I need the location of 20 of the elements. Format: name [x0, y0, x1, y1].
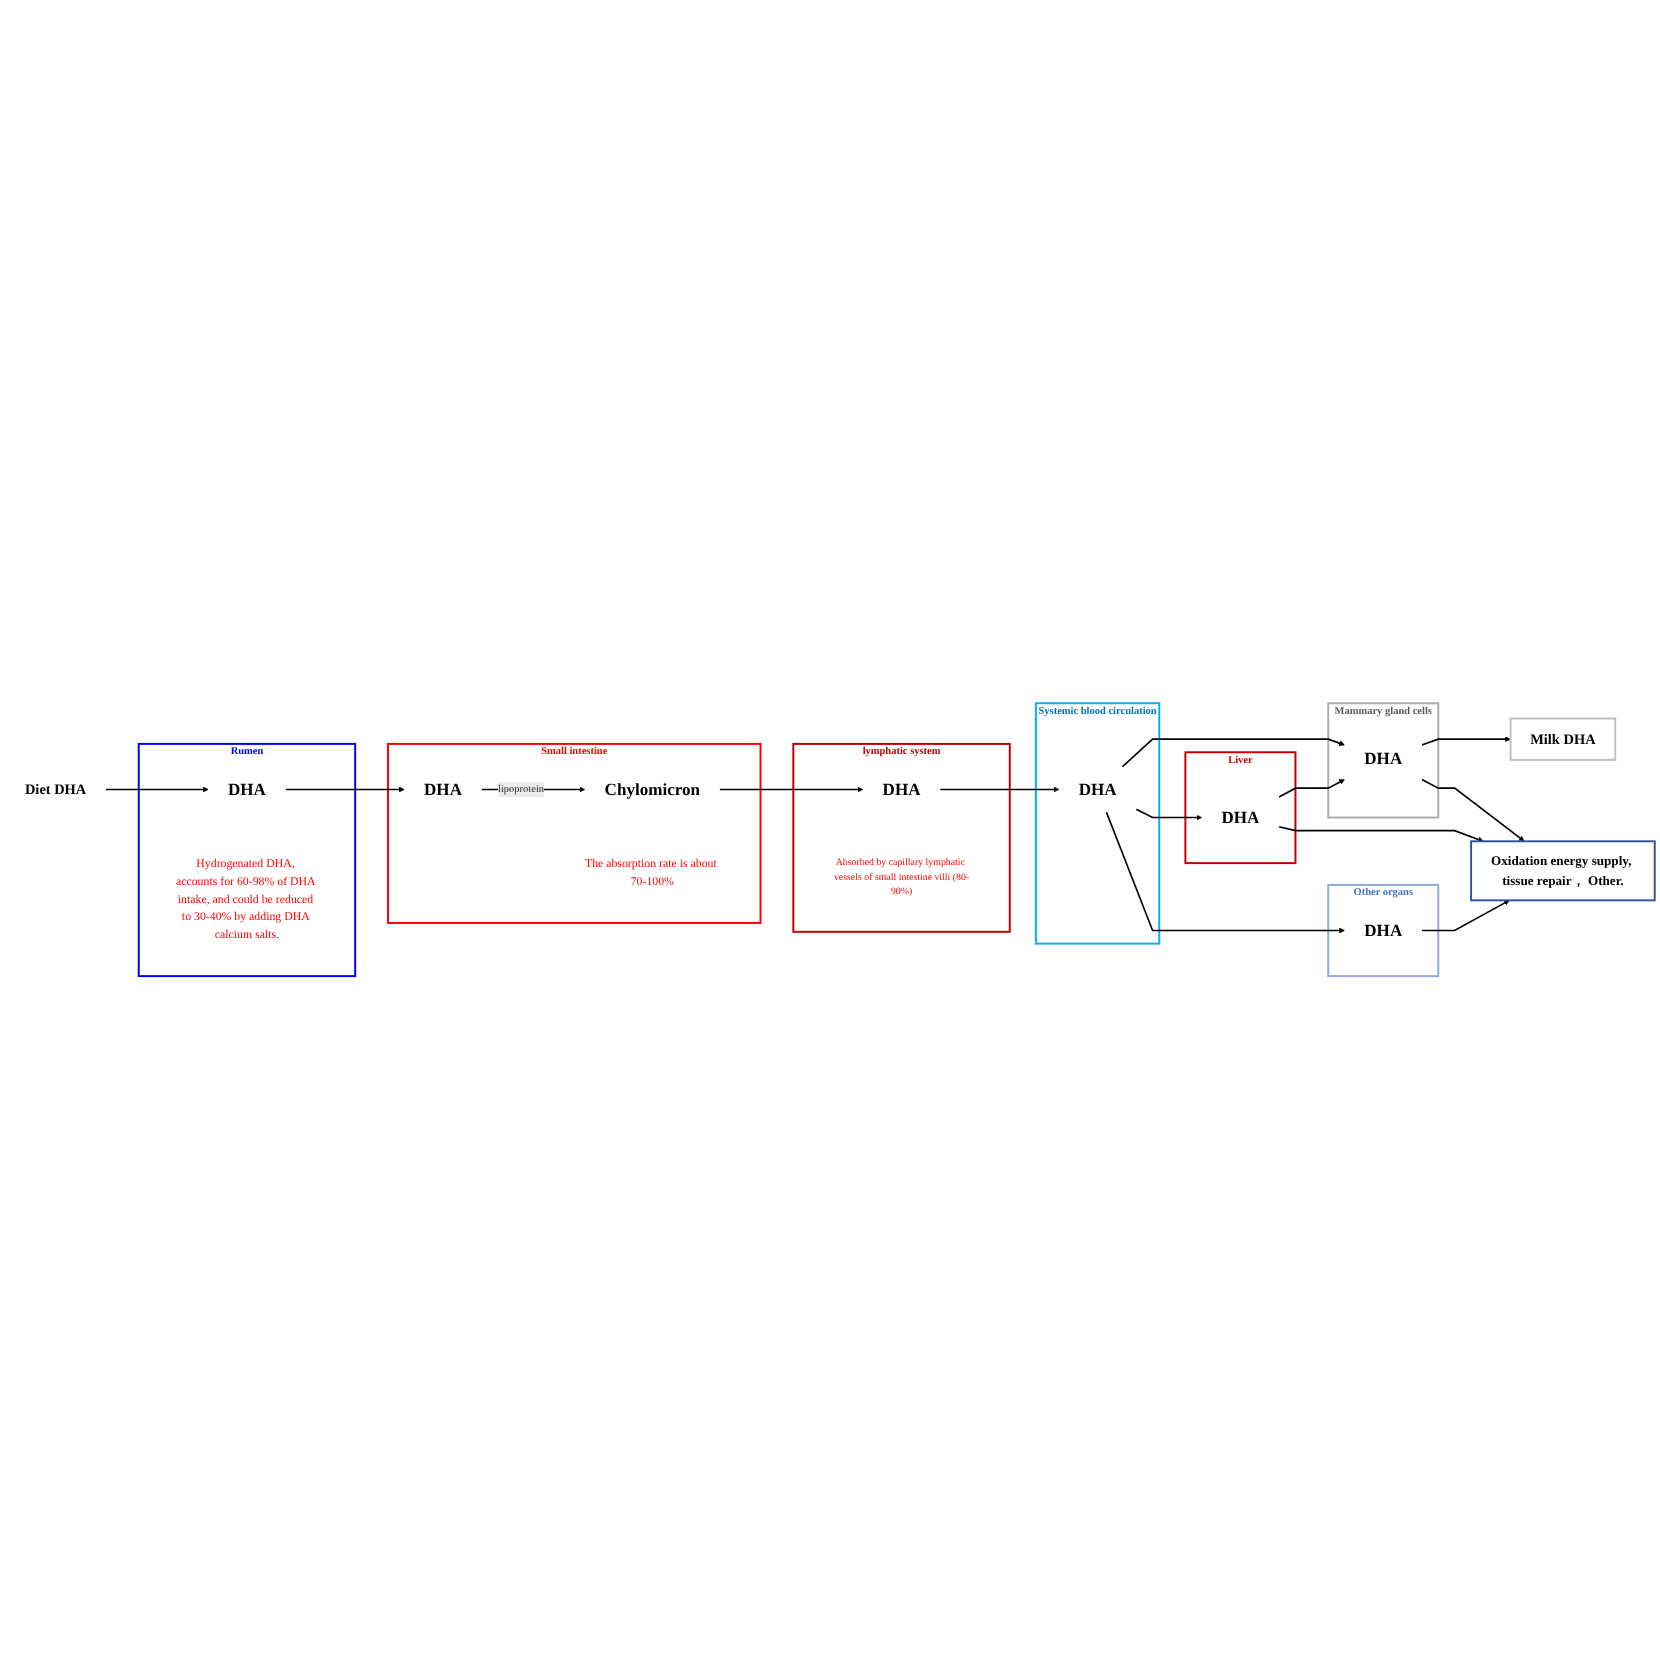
arrow — [284, 786, 405, 793]
arrow — [105, 786, 209, 793]
arrow — [718, 786, 864, 793]
arrow — [1421, 736, 1511, 747]
node-text: DHA — [882, 780, 921, 800]
node-text: DHA — [1364, 749, 1403, 769]
arrow — [1105, 811, 1345, 934]
arrow — [1121, 738, 1345, 768]
node-text: DHA — [1221, 808, 1260, 828]
node-text: DHA — [1364, 921, 1403, 941]
node-text: DHA — [1078, 780, 1117, 800]
arrow — [1421, 900, 1510, 932]
node-text: DHA — [228, 780, 266, 800]
arrow — [1135, 808, 1203, 821]
node-text: Chylomicron — [604, 780, 700, 800]
arrow — [1278, 779, 1345, 799]
node-text: DHA — [424, 780, 462, 800]
arrow — [1278, 826, 1484, 843]
arrow — [1421, 778, 1525, 842]
arrow — [939, 786, 1060, 793]
